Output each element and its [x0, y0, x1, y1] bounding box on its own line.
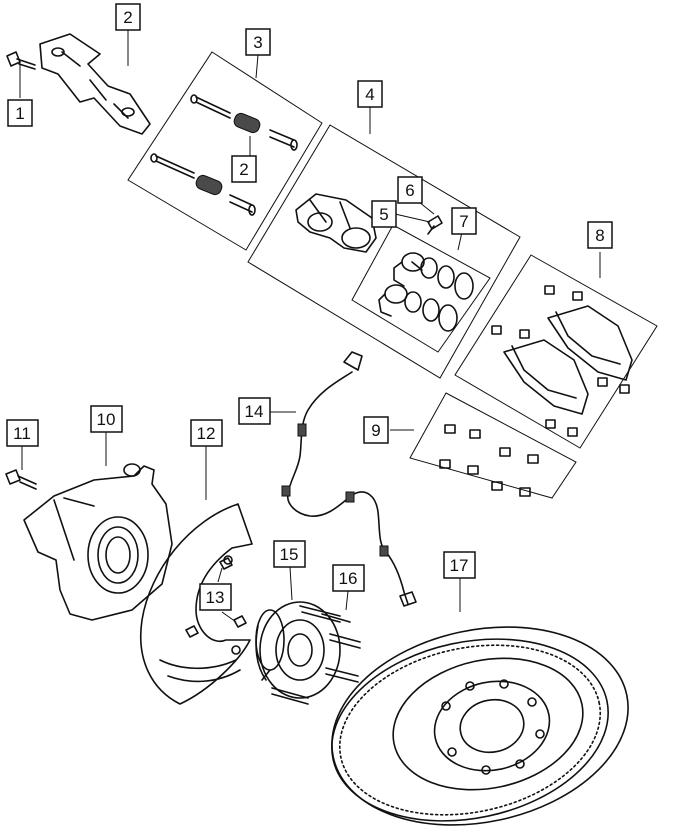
- kit-box-7-inner: [351, 224, 491, 353]
- shield-bolts-part-13: [185, 557, 247, 638]
- callout-label: 2: [239, 160, 248, 179]
- callout-6: 6: [397, 176, 423, 204]
- callout-3: 3: [245, 28, 271, 56]
- bleeder-screw-part-5: [427, 215, 443, 235]
- bolt-part-11: [5, 469, 37, 490]
- wheel-speed-sensor-part-14: [281, 351, 417, 607]
- brake-pads-part-8: [491, 285, 633, 437]
- callout-17: 17: [443, 551, 476, 579]
- rotor-part-17: [331, 626, 629, 826]
- hardware-clips-part-9: [439, 424, 539, 497]
- callout-label: 5: [379, 205, 388, 224]
- callout-13: 13: [199, 583, 232, 611]
- callout-8: 8: [587, 221, 613, 249]
- callout-2a: 2: [115, 3, 141, 31]
- kit-box-9: [409, 392, 577, 499]
- callout-label: 6: [405, 181, 414, 200]
- callout-label: 4: [365, 85, 374, 104]
- callout-label: 15: [280, 545, 299, 564]
- piston-kit-part-7: [378, 252, 474, 332]
- caliper-part-4: [295, 193, 377, 253]
- kit-box-3: [127, 51, 323, 251]
- callout-label: 10: [97, 410, 116, 429]
- callout-10: 10: [90, 405, 123, 433]
- callout-16: 16: [332, 564, 365, 592]
- callout-12: 12: [190, 419, 223, 447]
- callout-label: 3: [253, 33, 262, 52]
- callout-15: 15: [273, 540, 306, 568]
- callout-label: 12: [197, 424, 216, 443]
- kit-box-4: [247, 124, 521, 379]
- callout-label: 7: [459, 212, 468, 231]
- callout-label: 1: [15, 104, 24, 123]
- callout-7: 7: [451, 207, 477, 235]
- callout-label: 16: [339, 569, 358, 588]
- wheel-studs-part-16: [261, 605, 361, 705]
- hub-bearing-part-15: [255, 601, 341, 699]
- callout-label: 14: [245, 402, 264, 421]
- callout-9: 9: [363, 416, 389, 444]
- callout-label: 11: [13, 424, 31, 443]
- callout-label: 8: [595, 226, 604, 245]
- caliper-bracket-part-2: [39, 33, 151, 135]
- guide-pin-kit-part-3: [150, 94, 298, 216]
- callout-label: 9: [371, 421, 380, 440]
- kit-box-8: [454, 254, 658, 449]
- steering-knuckle-part-10: [23, 463, 173, 621]
- callout-label: 17: [450, 556, 469, 575]
- callout-11: 11: [6, 419, 39, 447]
- callout-label: 13: [206, 588, 225, 607]
- callout-1: 1: [7, 99, 33, 127]
- callout-5: 5: [371, 200, 397, 228]
- dust-shield-part-12: [140, 503, 253, 705]
- bolt-part-1: [6, 51, 36, 70]
- callout-2b: 2: [231, 155, 257, 183]
- callout-label: 2: [123, 8, 132, 27]
- callout-4: 4: [357, 80, 383, 108]
- callout-14: 14: [238, 397, 271, 425]
- leader-lines: [19, 30, 601, 623]
